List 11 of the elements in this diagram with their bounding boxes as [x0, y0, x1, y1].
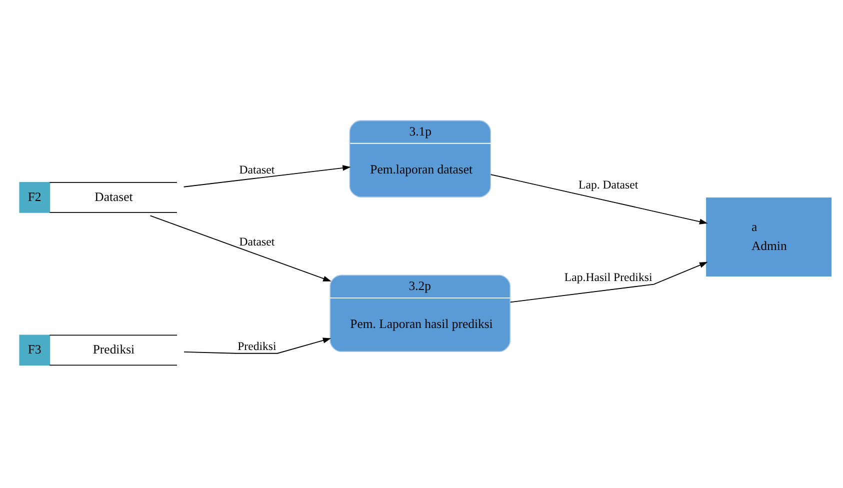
arrow: [150, 214, 332, 281]
arrow: [510, 261, 708, 302]
arrow: [490, 174, 708, 224]
node-box: a Admin: [706, 196, 832, 276]
edge-label: Lap.Hasil Prediksi: [564, 270, 652, 284]
edge-label: Dataset: [239, 234, 275, 248]
arrow: [183, 164, 351, 187]
arrow: [184, 337, 332, 354]
edge-label: Lap. Dataset: [578, 176, 638, 191]
edge-label: Dataset: [239, 162, 275, 176]
edge-label: Prediksi: [238, 338, 276, 353]
